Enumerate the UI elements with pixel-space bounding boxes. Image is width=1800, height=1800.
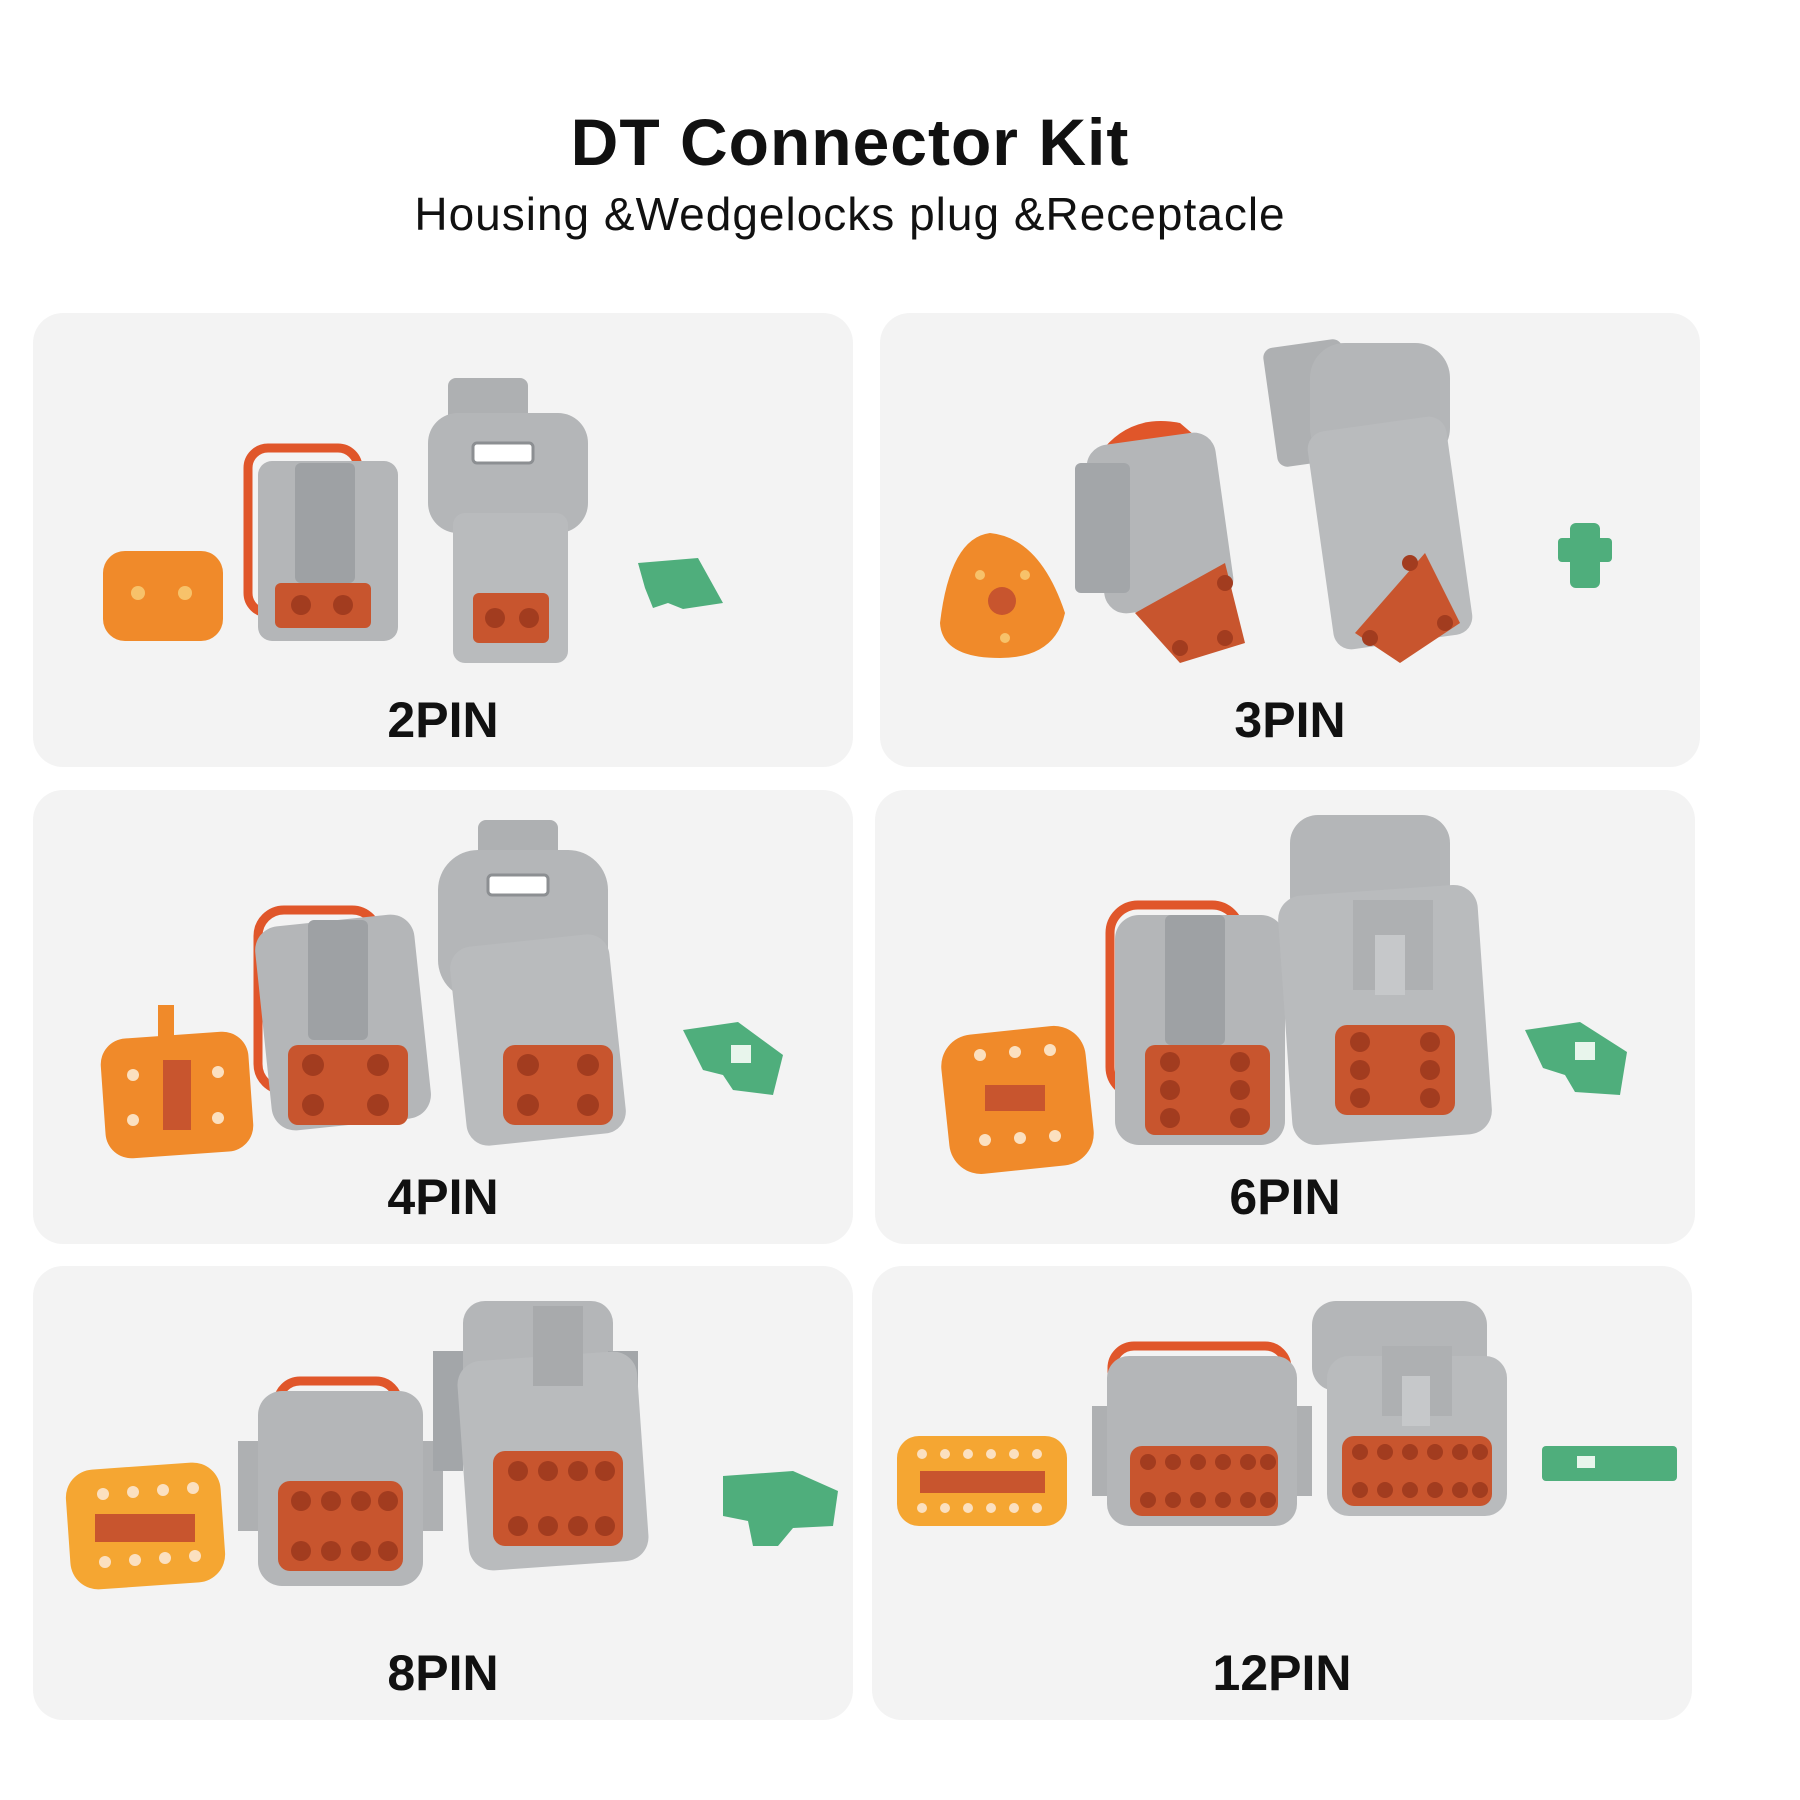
connector-set-12pin-image (897, 1301, 1677, 1526)
connector-set-3pin-image (940, 339, 1612, 663)
pin-label: 3PIN (1234, 692, 1346, 748)
connector-set-6pin-image (941, 815, 1627, 1174)
panel-3pin: 3PIN (880, 313, 1700, 767)
panel-12pin: 12PIN (872, 1266, 1692, 1720)
page-subtitle: Housing &Wedgelocks plug &Receptacle (414, 188, 1286, 240)
panel-6pin: 6PIN (875, 790, 1695, 1244)
connector-set-2pin-image (103, 378, 723, 663)
panel-8pin: 8PIN (33, 1266, 853, 1720)
page-title: DT Connector Kit (570, 105, 1130, 179)
panel-2pin: 2PIN (33, 313, 853, 767)
connector-set-8pin-image (65, 1301, 838, 1590)
panel-4pin: 4PIN (33, 790, 853, 1244)
pin-label: 4PIN (387, 1169, 499, 1225)
pin-label: 12PIN (1212, 1645, 1352, 1701)
pin-label: 8PIN (387, 1645, 499, 1701)
pin-label: 6PIN (1229, 1169, 1341, 1225)
pin-label: 2PIN (387, 692, 499, 748)
connector-set-4pin-image (100, 820, 783, 1159)
